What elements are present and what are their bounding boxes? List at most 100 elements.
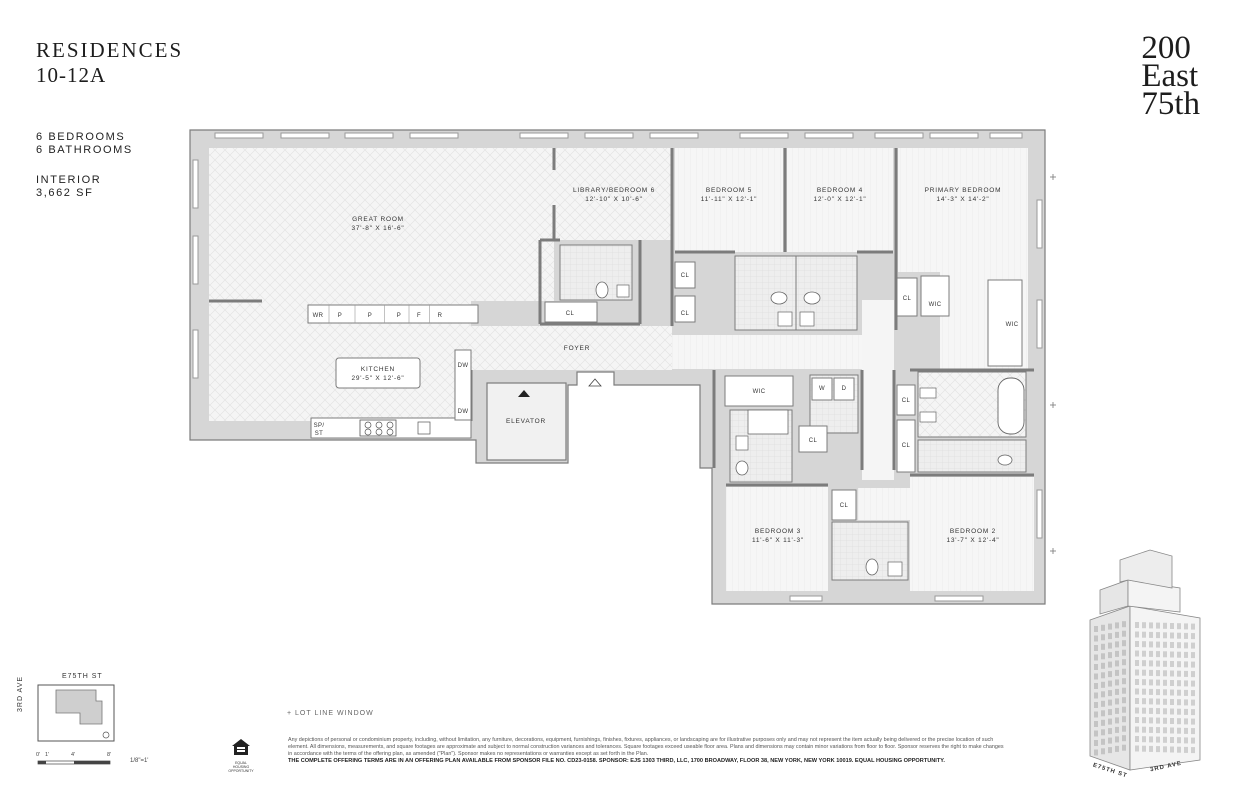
hall-floor	[672, 335, 862, 369]
building-window	[1101, 719, 1105, 726]
building-window	[1135, 688, 1139, 695]
building-window	[1142, 736, 1146, 743]
interior-label: INTERIOR	[36, 174, 102, 186]
building-window	[1170, 661, 1174, 667]
building-window	[1149, 631, 1153, 638]
key-plan-avenue-label: 3RD AVE	[17, 675, 24, 712]
building-window	[1108, 671, 1112, 678]
elevator-up-icon	[518, 390, 530, 397]
cl-label: CL	[566, 311, 575, 317]
building-window	[1177, 708, 1181, 715]
cl-label: CL	[902, 443, 911, 449]
dw-label: DW	[458, 409, 469, 415]
bedroom5-dims: 11'-11" X 12'-1"	[701, 196, 758, 203]
building-window	[1122, 678, 1126, 685]
building-window	[1177, 689, 1181, 696]
bathroom-count: 6 BATHROOMS	[36, 144, 133, 156]
building-window	[1115, 698, 1119, 705]
building-window	[1177, 737, 1181, 744]
building-window	[1094, 645, 1098, 651]
building-window	[1191, 671, 1195, 678]
building-window	[1149, 736, 1153, 743]
building-window	[1170, 680, 1174, 686]
building-window	[1156, 708, 1160, 715]
bedroom3-dims: 11'-6" X 11'-3"	[752, 537, 804, 544]
building-window	[1101, 662, 1105, 669]
building-window	[1177, 632, 1181, 639]
building-window	[1115, 669, 1119, 676]
cl-label: CL	[681, 273, 690, 279]
building-window	[1156, 632, 1160, 639]
building-window	[1142, 669, 1146, 676]
bath-bed5-bed4	[734, 255, 858, 331]
building-window	[1135, 660, 1139, 666]
building-window	[1101, 653, 1105, 660]
cl-label: CL	[902, 398, 911, 404]
bath-bed2	[831, 521, 909, 581]
building-window	[1101, 748, 1105, 755]
building-window	[1122, 621, 1126, 628]
kitchen-counters	[307, 304, 479, 439]
building-window	[1184, 699, 1188, 706]
building-window	[1135, 745, 1139, 752]
building-window	[1170, 699, 1174, 705]
equal-housing-text: EQUAL HOUSING OPPORTUNITY	[228, 761, 254, 773]
building-window	[1122, 697, 1126, 704]
building-window	[1108, 699, 1112, 706]
building-window	[1163, 746, 1167, 753]
building-window	[1149, 641, 1153, 648]
building-window	[1163, 727, 1167, 734]
bedroom4-name: BEDROOM 4	[817, 187, 863, 194]
building-window	[1108, 633, 1112, 640]
building-window	[1142, 707, 1146, 714]
building-window	[1142, 650, 1146, 657]
building-window	[1163, 698, 1167, 705]
building-window	[1135, 631, 1139, 638]
bath-bed3	[729, 409, 793, 483]
building-window	[1184, 651, 1188, 658]
cl-label: CL	[809, 438, 818, 444]
building-window	[1184, 727, 1188, 734]
building-window	[1149, 698, 1153, 705]
building-window	[1184, 632, 1188, 639]
scale-tick-0: 0'	[36, 752, 41, 758]
building-window	[1122, 649, 1126, 656]
building-window	[1184, 661, 1188, 668]
brand-line1: 200	[1141, 30, 1191, 66]
bed-bath-count: 6 BEDROOMS 6 BATHROOMS	[36, 131, 133, 157]
building-window	[1142, 745, 1146, 752]
building-window	[1108, 718, 1112, 725]
brand-logo: 200 East 75th	[1141, 30, 1200, 121]
building-window	[1108, 652, 1112, 659]
building-window	[1122, 725, 1126, 732]
building-window	[1094, 702, 1098, 708]
building-window	[1191, 633, 1195, 640]
building-window	[1156, 679, 1160, 686]
bedroom3-name: BEDROOM 3	[755, 528, 801, 535]
legal-disclaimer: Any depictions of personal or condominiu…	[288, 737, 1004, 757]
building-window	[1115, 650, 1119, 657]
building-window	[1115, 688, 1119, 695]
building-window	[1156, 698, 1160, 705]
building-window	[1122, 630, 1126, 637]
bedroom-count: 6 BEDROOMS	[36, 131, 126, 143]
building-window	[1108, 709, 1112, 716]
wic-label: WIC	[1006, 322, 1019, 328]
great-room-dims: 37'-8" X 16'-6"	[351, 225, 404, 232]
building-window	[1191, 747, 1195, 754]
building-window	[1115, 726, 1119, 733]
title-residences: RESIDENCES	[36, 38, 184, 62]
building-window	[1184, 737, 1188, 744]
building-window	[1142, 641, 1146, 648]
building-window	[1094, 683, 1098, 689]
building-window	[1191, 709, 1195, 716]
building-window	[1149, 717, 1153, 724]
cl-label: CL	[903, 296, 912, 302]
bedroom2-nook-floor	[858, 488, 910, 520]
building-window	[1135, 641, 1139, 647]
building-window	[1156, 746, 1160, 753]
building-window	[1156, 622, 1160, 629]
building-window	[1094, 749, 1098, 756]
building-window	[1115, 641, 1119, 648]
building-window	[1163, 632, 1167, 639]
